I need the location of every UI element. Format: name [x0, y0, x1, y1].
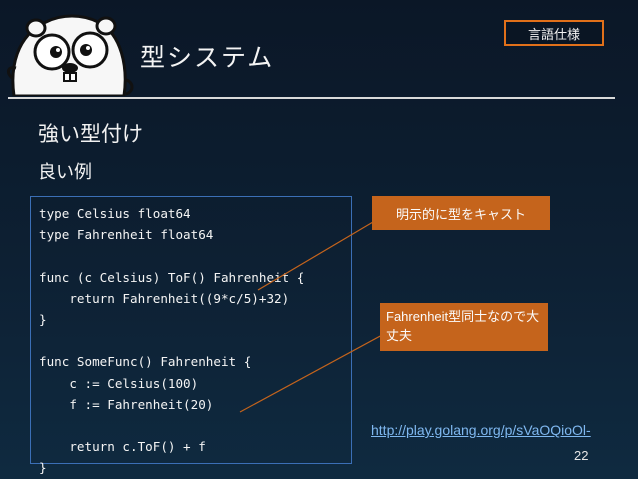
code-line: type Fahrenheit float64 — [39, 227, 214, 243]
code-line: return Fahrenheit((9*c/5)+32) — [39, 290, 290, 306]
playground-link[interactable]: http://play.golang.org/p/sVaOQioOl- — [371, 422, 591, 438]
spec-badge: 言語仕様 — [504, 20, 604, 46]
code-block: type Celsius float64 type Fahrenheit flo… — [30, 196, 352, 475]
slide-title: 型システム — [140, 43, 275, 72]
code-line: c := Celsius(100) — [39, 375, 199, 391]
title-divider — [8, 97, 615, 99]
section-subheading: 良い例 — [38, 162, 92, 183]
code-line — [39, 245, 351, 266]
page-number: 22 — [574, 448, 589, 463]
code-line: } — [39, 460, 47, 476]
code-line: } — [39, 311, 47, 327]
code-line: return c.ToF() + f — [39, 439, 206, 455]
callout-explicit-cast: 明示的に型をキャスト — [372, 196, 550, 230]
gopher-mascot-icon — [7, 14, 134, 96]
code-line — [39, 415, 351, 436]
code-line — [39, 330, 351, 351]
code-line: f := Fahrenheit(20) — [39, 396, 214, 412]
section-heading: 強い型付け — [38, 122, 143, 146]
code-line: func SomeFunc() Fahrenheit { — [39, 354, 252, 370]
code-line: func (c Celsius) ToF() Fahrenheit { — [39, 269, 305, 285]
callout-same-type: Fahrenheit型同士なので大丈夫 — [380, 303, 548, 351]
code-line: type Celsius float64 — [39, 206, 191, 221]
